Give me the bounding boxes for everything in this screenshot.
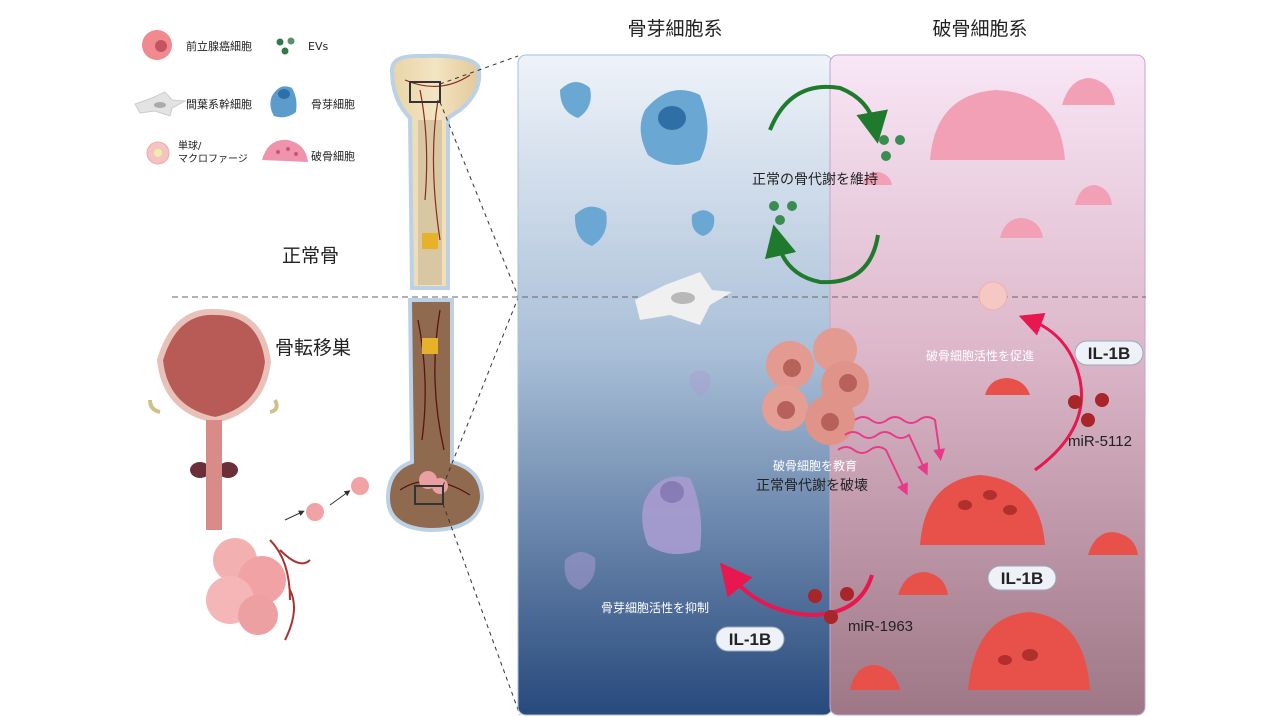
legend-label: 破骨細胞 bbox=[311, 149, 355, 163]
evs-particles bbox=[769, 135, 905, 225]
mir-1963-label: miR-1963 bbox=[848, 618, 913, 635]
evs-icon bbox=[276, 37, 295, 55]
signal-wavy-arrows[interactable] bbox=[837, 416, 946, 496]
metastatic-bone-illustration bbox=[385, 298, 485, 533]
prostate-illustration bbox=[148, 308, 369, 641]
legend-label: 単球/ bbox=[178, 139, 202, 152]
osteoclast-lineage-title: 破骨細胞系 bbox=[932, 18, 1027, 40]
mirna-particles bbox=[808, 393, 1109, 624]
legend-label: 前立腺癌細胞 bbox=[186, 39, 252, 53]
cancer-cell-cluster bbox=[762, 328, 869, 445]
normal-bone-label: 正常骨 bbox=[282, 245, 339, 267]
monocyte-macrophage-icon bbox=[146, 141, 170, 165]
legend: 前立腺癌細胞 EVs 間葉系幹細胞 骨芽細胞 単球/ マクロファージ 破骨細胞 bbox=[134, 30, 355, 165]
prostate-cancer-cell-icon bbox=[142, 30, 172, 60]
il1b-text: IL-1B bbox=[1001, 569, 1044, 588]
osteoclast-icon bbox=[262, 139, 308, 162]
zoom-connectors bbox=[439, 55, 521, 716]
destroy-metabolism-label: 正常骨代謝を破壊 bbox=[756, 478, 868, 494]
il1b-badge-middle: IL-1B bbox=[987, 565, 1057, 591]
osteoblast-icon bbox=[270, 86, 297, 118]
suppress-osteoblast-arrow[interactable] bbox=[719, 562, 874, 618]
suppressed-osteoblasts bbox=[564, 370, 711, 590]
suppress-osteoblast-label: 骨芽細胞活性を抑制 bbox=[601, 600, 709, 615]
maintain-metabolism-label: 正常の骨代謝を維持 bbox=[752, 172, 878, 188]
mesenchymal-stem-cell bbox=[635, 272, 732, 325]
green-cycle-arrow-bottom[interactable] bbox=[764, 224, 880, 285]
educate-osteoclast-label: 破骨細胞を教育 bbox=[773, 458, 857, 473]
tumor-cluster bbox=[206, 538, 311, 641]
normal-bone-illustration bbox=[389, 53, 482, 290]
il1b-badge-bottom: IL-1B bbox=[715, 626, 785, 652]
mesenchymal-stem-cell-icon bbox=[134, 91, 187, 117]
legend-label: EVs bbox=[308, 40, 328, 53]
osteoblast-lineage-title: 骨芽細胞系 bbox=[627, 18, 722, 40]
promote-osteoclast-arrow[interactable] bbox=[1018, 312, 1083, 472]
il1b-text: IL-1B bbox=[729, 630, 772, 649]
il1b-text: IL-1B bbox=[1088, 344, 1131, 363]
legend-label: マクロファージ bbox=[178, 153, 248, 165]
il1b-badge-top: IL-1B bbox=[1074, 340, 1144, 366]
bone-metastasis-label: 骨転移巣 bbox=[275, 337, 351, 359]
promote-osteoclast-label: 破骨細胞活性を促進 bbox=[926, 348, 1034, 363]
mir-5112-label: miR-5112 bbox=[1068, 433, 1132, 450]
osteoblast-cells bbox=[560, 81, 715, 246]
legend-label: 間葉系幹細胞 bbox=[186, 97, 252, 111]
osteoclast-cells bbox=[862, 78, 1115, 238]
legend-label: 骨芽細胞 bbox=[311, 97, 355, 111]
green-cycle-arrow-top[interactable] bbox=[768, 84, 888, 144]
osteoclast-nuclei bbox=[958, 490, 1038, 665]
monocyte bbox=[978, 281, 1008, 311]
